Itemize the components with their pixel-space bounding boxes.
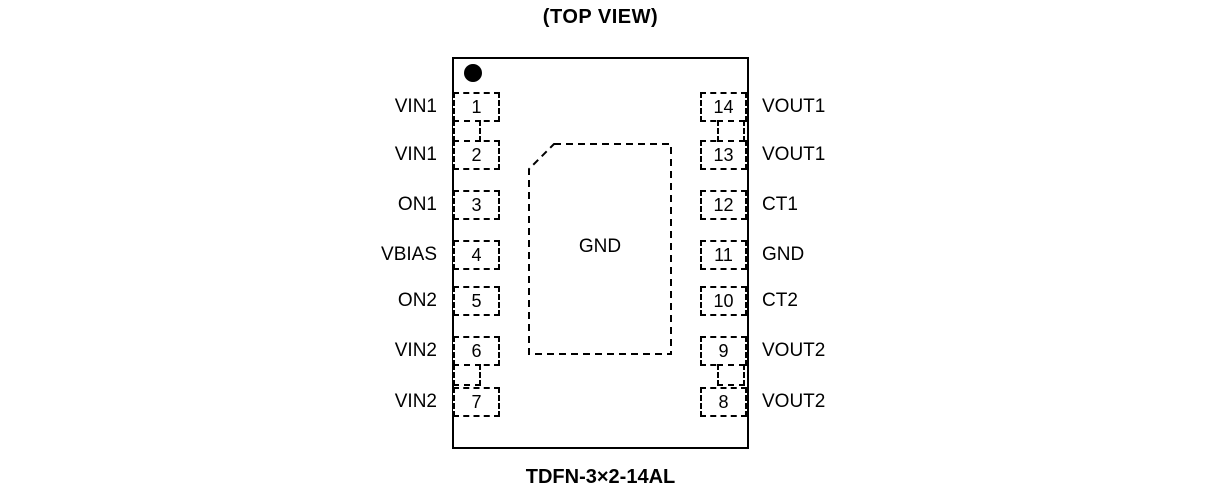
pin-label-4: VBIAS: [381, 244, 437, 265]
pin-pad-13: 13: [700, 140, 747, 170]
pin-pad-11: 11: [700, 240, 747, 270]
pin-label-2: VIN1: [394, 144, 437, 165]
pin-pad-4: 4: [453, 240, 500, 270]
pin-pad-1: 1: [453, 92, 500, 122]
pin-label-3: ON1: [397, 194, 437, 215]
pin-pad-6: 6: [453, 336, 500, 366]
pin-pad-5: 5: [453, 286, 500, 316]
diagram-title: (TOP VIEW): [542, 6, 659, 28]
pin-label-13: VOUT1: [762, 144, 826, 165]
pin-label-11: GND: [762, 244, 805, 265]
pin-label-1: VIN1: [394, 96, 437, 117]
pin-pad-8: 8: [700, 387, 747, 417]
thermal-pad-label: GND: [578, 236, 622, 257]
pin-label-5: ON2: [397, 290, 437, 311]
pin-label-10: CT2: [762, 290, 798, 311]
pin-pad-14: 14: [700, 92, 747, 122]
merged-pad-13-14: [717, 120, 745, 142]
pin-pad-7: 7: [453, 387, 500, 417]
pin1-indicator-dot: [464, 64, 482, 82]
pin-pad-10: 10: [700, 286, 747, 316]
thermal-pad-outline: [528, 143, 672, 355]
pin-pad-3: 3: [453, 190, 500, 220]
pin-label-12: CT1: [762, 194, 798, 215]
pin-pad-9: 9: [700, 336, 747, 366]
merged-pad-8-9: [717, 364, 745, 386]
merged-pad-6-7: [453, 364, 481, 386]
pin-label-7: VIN2: [394, 391, 437, 412]
merged-pad-1-2: [453, 120, 481, 142]
package-name: TDFN-3×2-14AL: [525, 466, 676, 488]
pin-pad-12: 12: [700, 190, 747, 220]
package-outline: [452, 57, 749, 449]
pin-label-14: VOUT1: [762, 96, 826, 117]
pin-pad-2: 2: [453, 140, 500, 170]
pin-label-8: VOUT2: [762, 391, 826, 412]
pin-label-9: VOUT2: [762, 340, 826, 361]
pin-label-6: VIN2: [394, 340, 437, 361]
